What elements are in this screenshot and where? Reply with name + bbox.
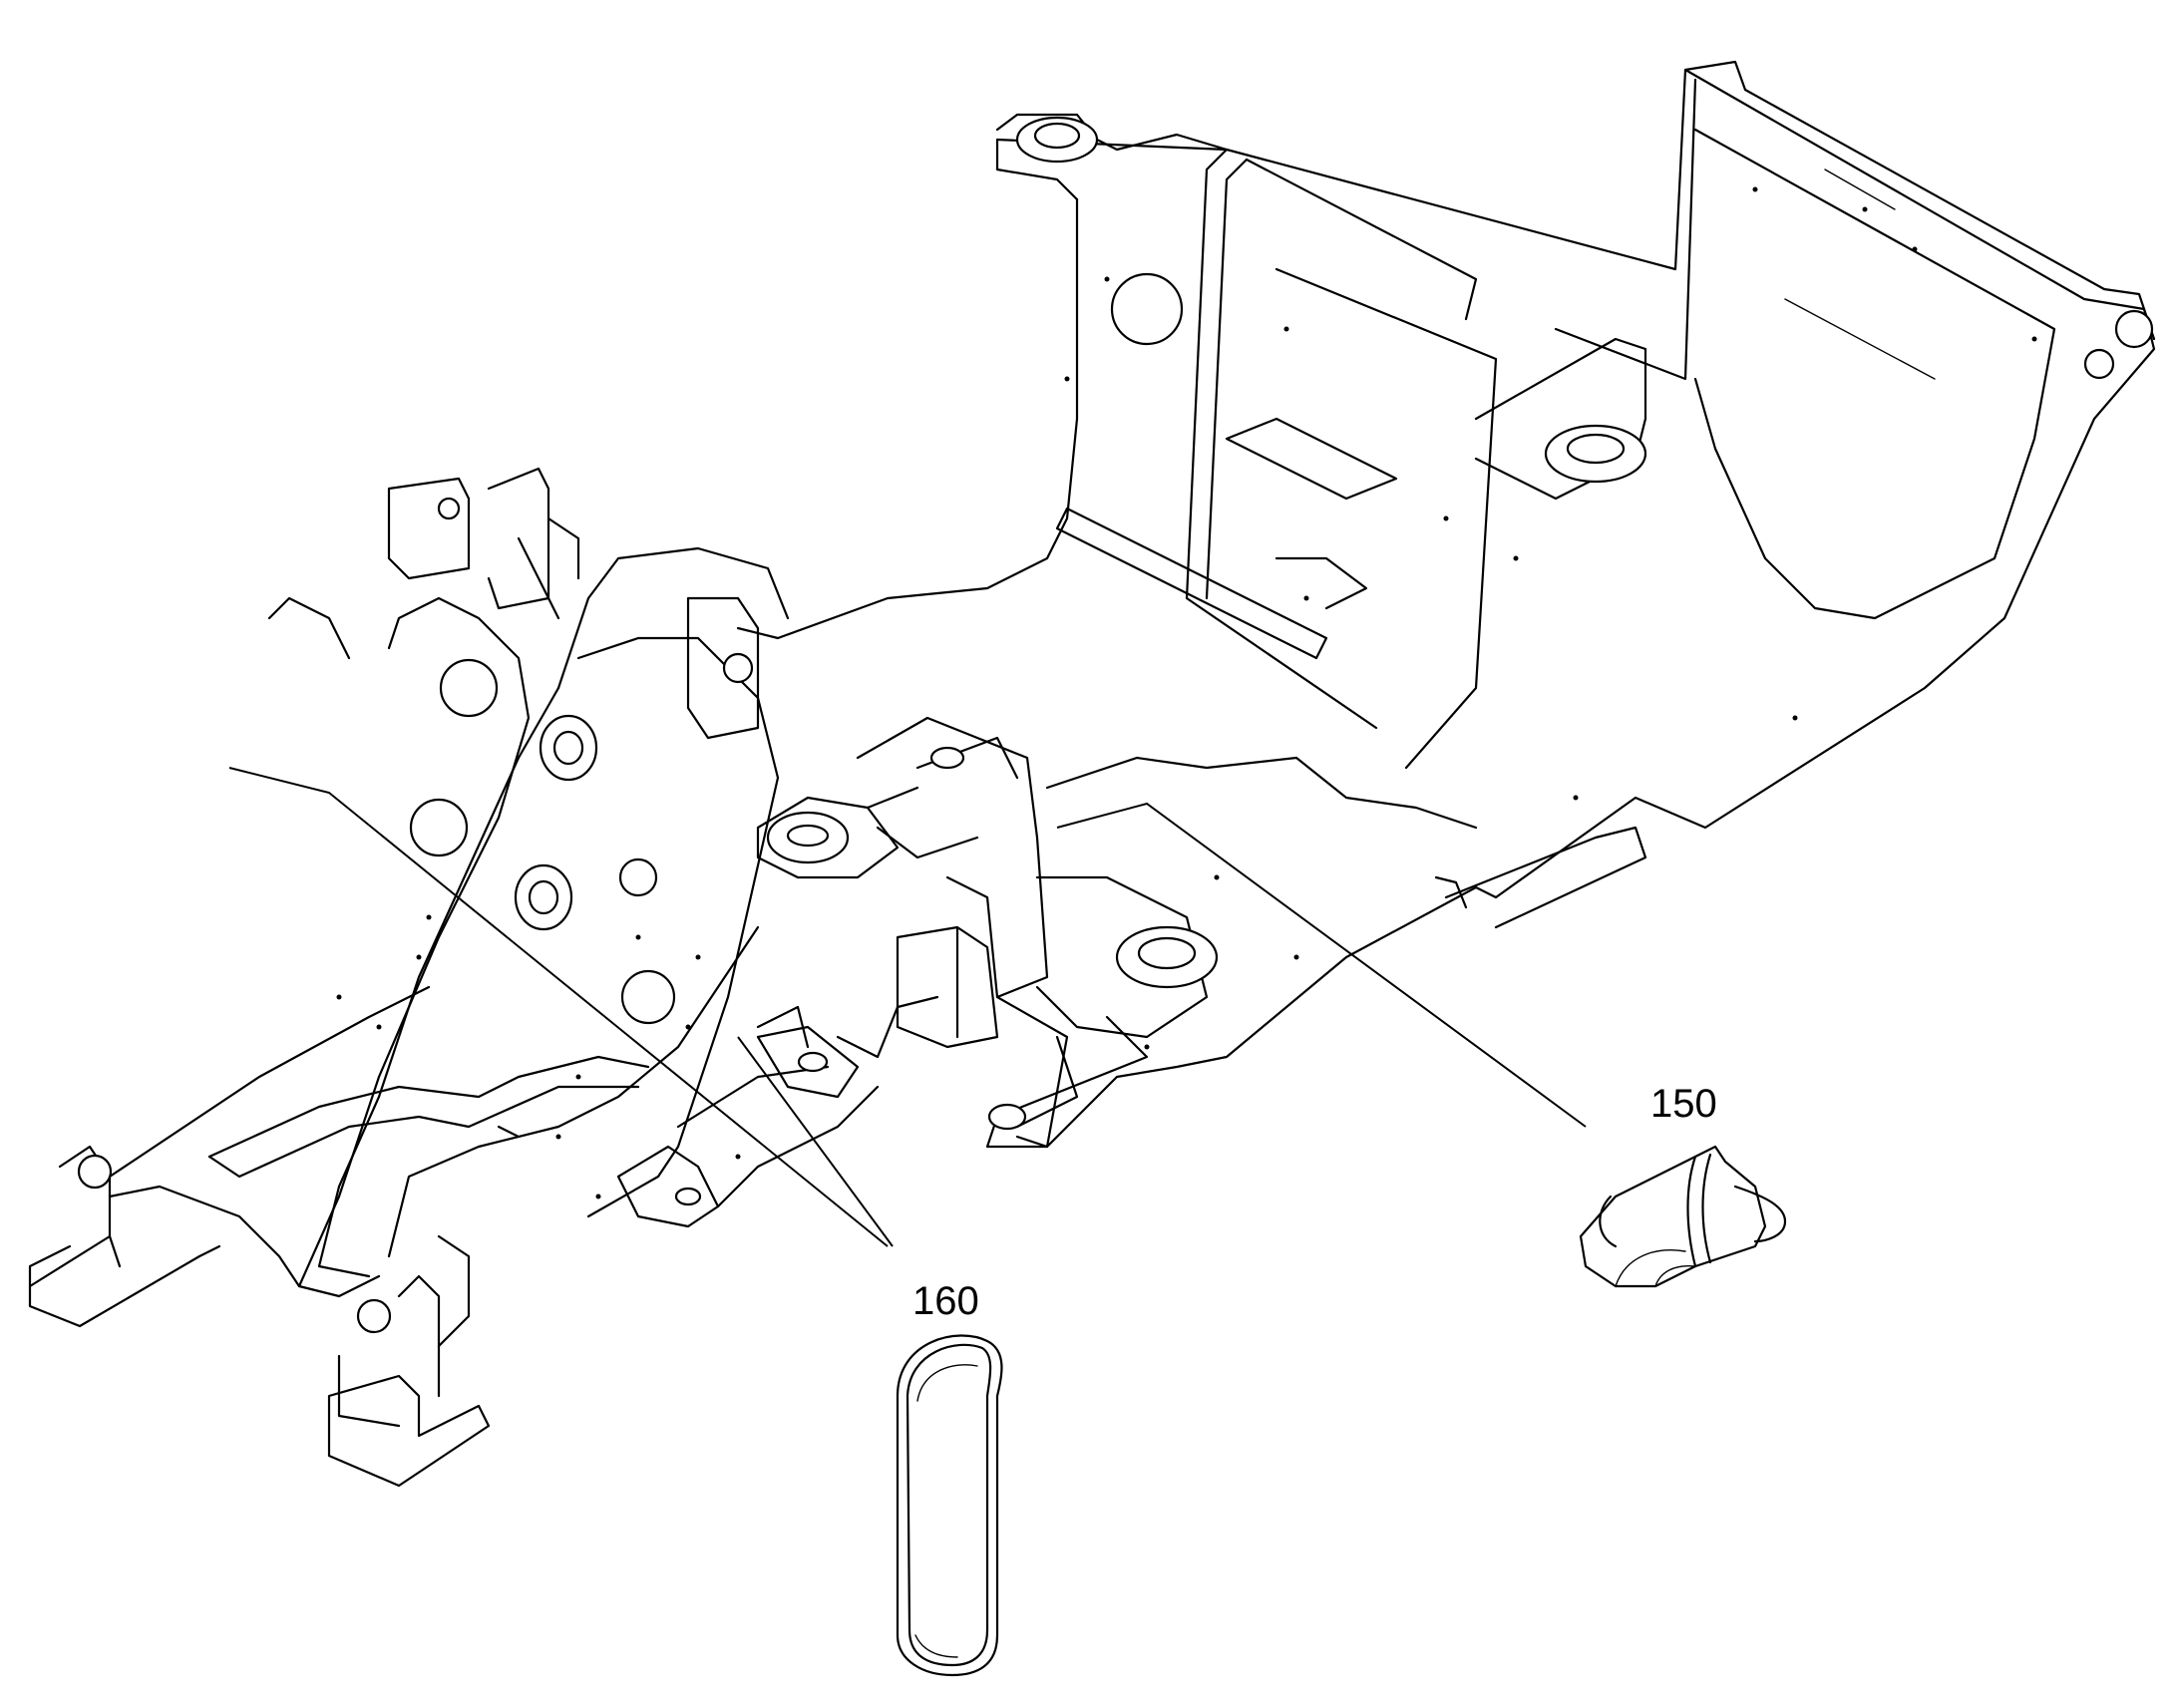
leader-lines (228, 767, 1587, 1247)
part-160-band (896, 1334, 1003, 1677)
callout-160: 160 (912, 1279, 979, 1323)
part-150-bushing (1579, 1145, 1787, 1288)
callout-150: 150 (1650, 1082, 1717, 1126)
loader-chassis-frame (28, 60, 2156, 1488)
callout-labels: 150 160 (912, 1082, 1717, 1323)
mounting-holes (336, 186, 2037, 1199)
